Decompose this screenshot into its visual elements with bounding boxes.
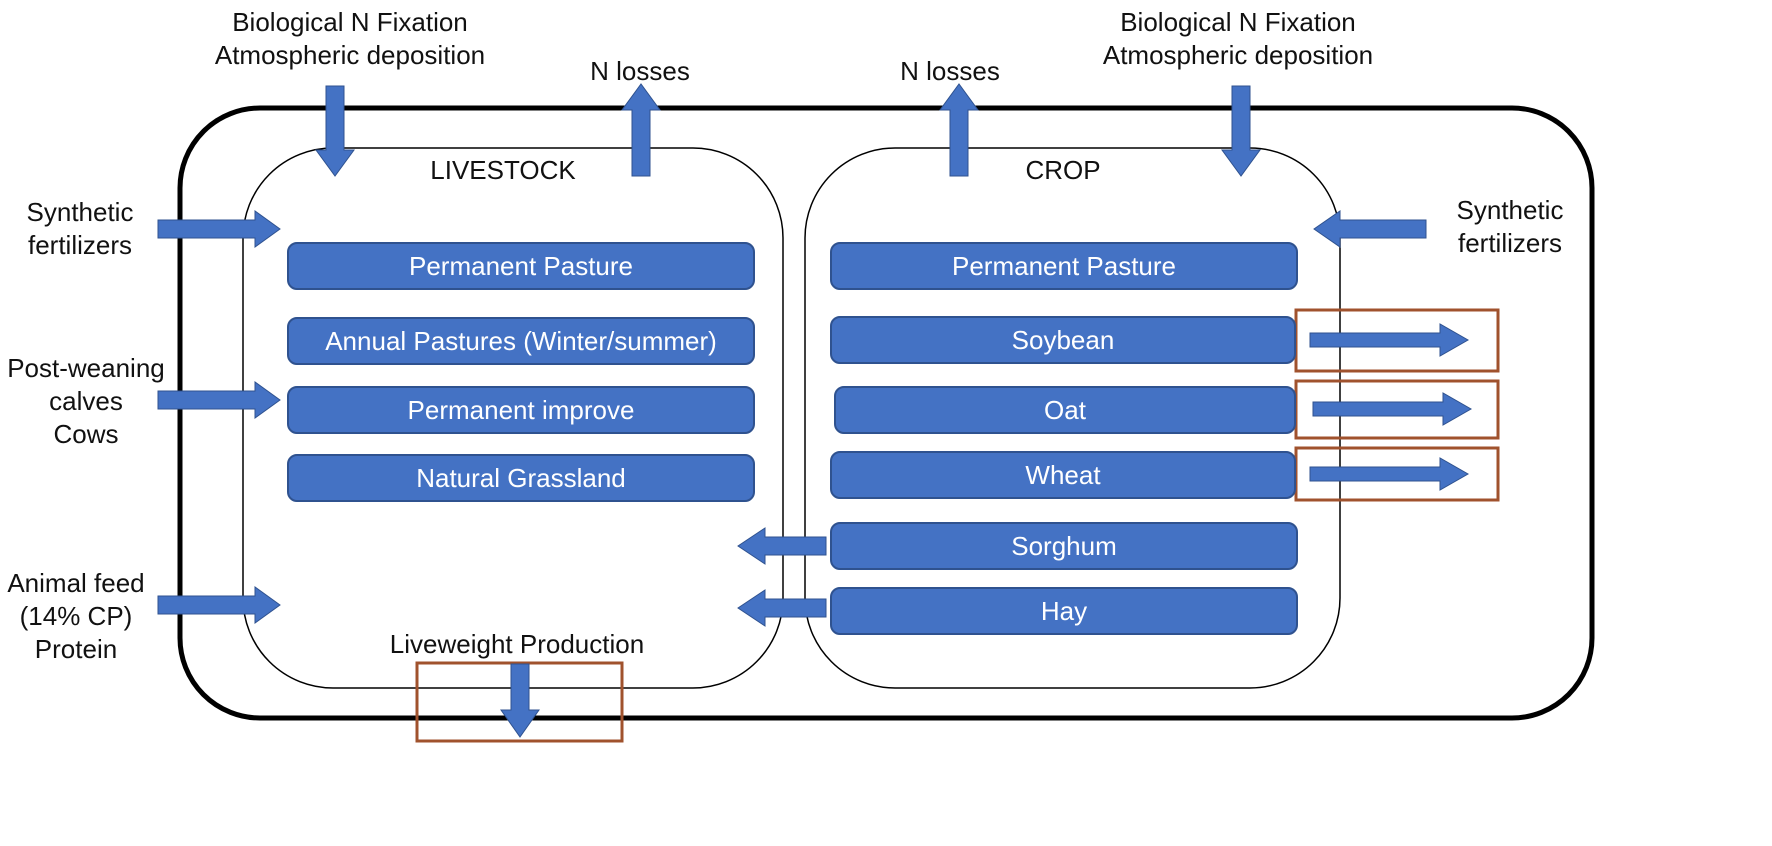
oat-export-arrow: [1312, 392, 1473, 426]
losses-right-arrow: [939, 83, 979, 177]
fertilizer-left-label: Synthetic fertilizers: [0, 196, 160, 262]
fertilizer-left-arrow: [157, 210, 281, 248]
fertilizer-left-line2: fertilizers: [27, 230, 132, 260]
crop-box: [804, 147, 1341, 689]
fertilizer-right-line2: fertilizers: [1457, 228, 1562, 258]
crop-item-sorghum: Sorghum: [830, 522, 1298, 570]
losses-right-label: N losses: [900, 56, 1000, 86]
crop-item-hay: Hay: [830, 587, 1298, 635]
wheat-export-box: [1294, 446, 1500, 502]
feed-arrow: [157, 586, 281, 624]
sorghum-transfer-arrow: [737, 527, 827, 565]
crop-item-permanent-pasture: Permanent Pasture: [830, 242, 1298, 290]
crop-item-wheat: Wheat: [830, 451, 1296, 499]
calves-line2: calves: [49, 386, 123, 416]
feed-line3: Protein: [34, 634, 118, 664]
livestock-title: LIVESTOCK: [430, 155, 576, 185]
wheat-export-arrow: [1309, 457, 1470, 491]
livestock-item-natural-grassland: Natural Grassland: [287, 454, 755, 502]
bnf-left-line1: Biological N Fixation: [232, 7, 468, 37]
liveweight-arrow: [500, 663, 540, 738]
calves-arrow: [157, 381, 281, 419]
fertilizer-right-label: Synthetic fertilizers: [1430, 194, 1590, 260]
feed-line1: Animal feed: [7, 568, 145, 598]
crop-title: CROP: [1025, 155, 1101, 185]
calves-line3: Cows: [53, 419, 119, 449]
crop-item-oat: Oat: [834, 386, 1296, 434]
oat-export-box: [1294, 379, 1500, 440]
bnf-right-arrow: [1221, 85, 1261, 177]
liveweight-label: Liveweight Production: [389, 629, 645, 659]
bnf-left-arrow: [315, 85, 355, 177]
bnf-right-line1: Biological N Fixation: [1120, 7, 1356, 37]
livestock-item-annual-pastures: Annual Pastures (Winter/summer): [287, 317, 755, 365]
soybean-export-box: [1294, 308, 1500, 373]
livestock-item-permanent-improve: Permanent improve: [287, 386, 755, 434]
bnf-right-label: Biological N Fixation Atmospheric deposi…: [1088, 6, 1388, 72]
bnf-left-line2: Atmospheric deposition: [214, 40, 486, 70]
fertilizer-left-line1: Synthetic: [26, 197, 134, 227]
hay-transfer-arrow: [737, 589, 827, 627]
calves-label: Post-weaning calves Cows: [0, 352, 172, 451]
bnf-right-line2: Atmospheric deposition: [1102, 40, 1374, 70]
fertilizer-right-arrow: [1313, 210, 1427, 248]
losses-left-label: N losses: [590, 56, 690, 86]
farm-boundary: [177, 105, 1595, 721]
losses-left-arrow: [621, 83, 661, 177]
calves-line1: Post-weaning: [7, 353, 165, 383]
bnf-left-label: Biological N Fixation Atmospheric deposi…: [200, 6, 500, 72]
soybean-export-arrow: [1309, 323, 1470, 357]
livestock-item-permanent-pasture: Permanent Pasture: [287, 242, 755, 290]
feed-line2: (14% CP): [19, 601, 133, 631]
liveweight-output-box: [415, 661, 624, 743]
feed-label: Animal feed (14% CP) Protein: [0, 567, 152, 666]
crop-item-soybean: Soybean: [830, 316, 1296, 364]
fertilizer-right-line1: Synthetic: [1456, 195, 1564, 225]
